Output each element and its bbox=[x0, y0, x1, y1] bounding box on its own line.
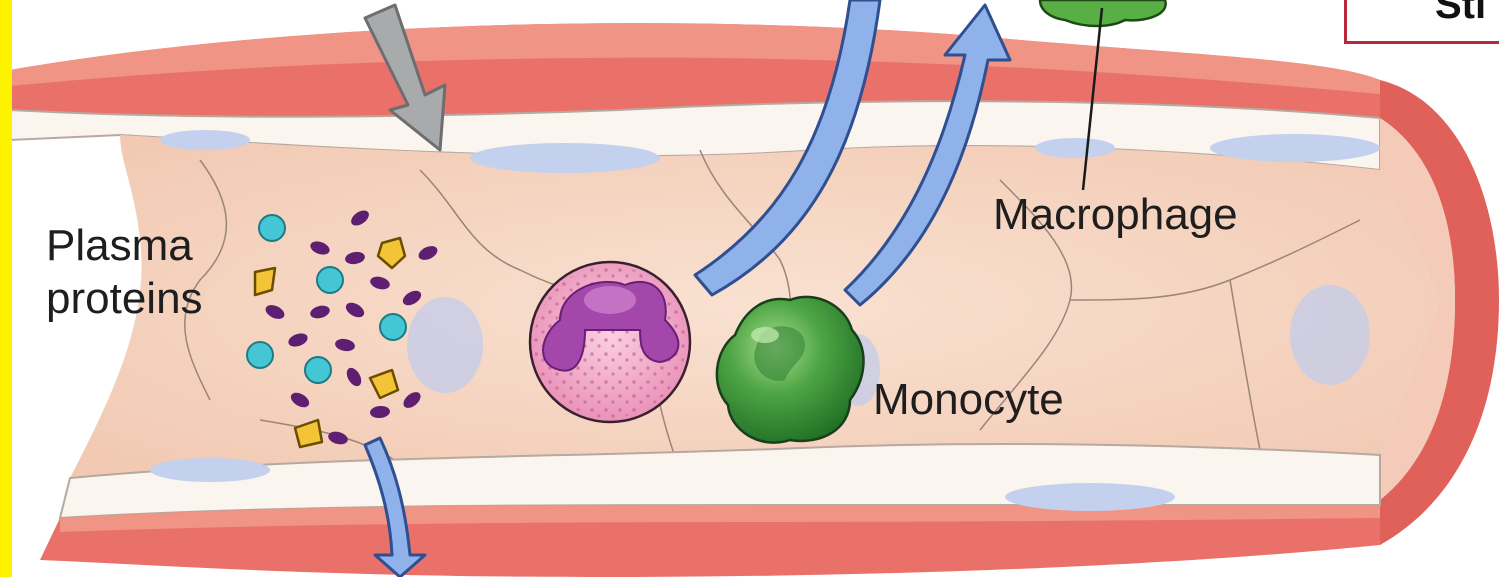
corner-label-fragment: Stı bbox=[1435, 0, 1486, 28]
monocyte-label: Monocyte bbox=[873, 376, 1064, 424]
plasma-label-line1: Plasma bbox=[46, 222, 193, 270]
neutrophil-cell-icon bbox=[530, 262, 690, 422]
corner-label-box: Stı bbox=[1344, 0, 1499, 44]
macrophage-cell-icon bbox=[1040, 0, 1166, 26]
plasma-label-line2: proteins bbox=[46, 275, 203, 323]
macrophage-label: Macrophage bbox=[993, 191, 1238, 239]
yellow-edge-strip bbox=[0, 0, 12, 577]
